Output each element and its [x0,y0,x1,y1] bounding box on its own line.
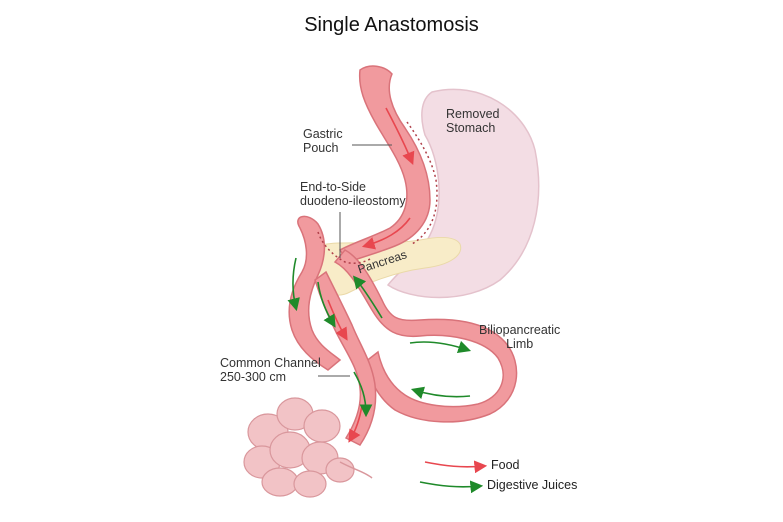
label-removed-stomach-line1: Removed [446,107,500,121]
label-biliopancreatic-limb: Biliopancreatic Limb [479,323,560,351]
anastomosis-marker [317,231,373,264]
legend-food-arrow [424,460,488,474]
juice-arrows [287,257,472,418]
legend-food-label: Food [491,458,520,472]
label-anastomosis-line2: duodeno-ileostomy [300,194,406,208]
label-anastomosis: End-to-Side duodeno-ileostomy [300,180,406,208]
gastric-pouch [338,65,431,263]
label-anastomosis-line1: End-to-Side [300,180,367,194]
label-gastric-pouch-line2: Pouch [303,141,339,155]
label-common-channel-line1: Common Channel [220,356,321,370]
leader-lines [318,144,392,377]
label-biliopancreatic-line2: Limb [506,337,534,351]
label-biliopancreatic-line1: Biliopancreatic [479,323,561,337]
label-gastric-pouch: Gastric Pouch [303,127,343,155]
label-removed-stomach-line2: Stomach [446,121,496,135]
label-common-channel: Common Channel 250-300 cm [220,356,321,384]
bowel-tail [339,461,373,479]
label-removed-stomach: Removed Stomach [446,107,500,135]
label-common-channel-line2: 250-300 cm [220,370,287,384]
small-bowel-coils [243,397,355,498]
legend-juice-arrow [419,480,484,494]
legend-juice-label: Digestive Juices [487,478,578,492]
label-gastric-pouch-line1: Gastric [303,127,343,141]
diagram-title: Single Anastomosis [304,14,479,36]
pouch-staple-line [406,121,438,245]
duodenal-limb [288,215,342,371]
legend-swatches [419,460,488,494]
